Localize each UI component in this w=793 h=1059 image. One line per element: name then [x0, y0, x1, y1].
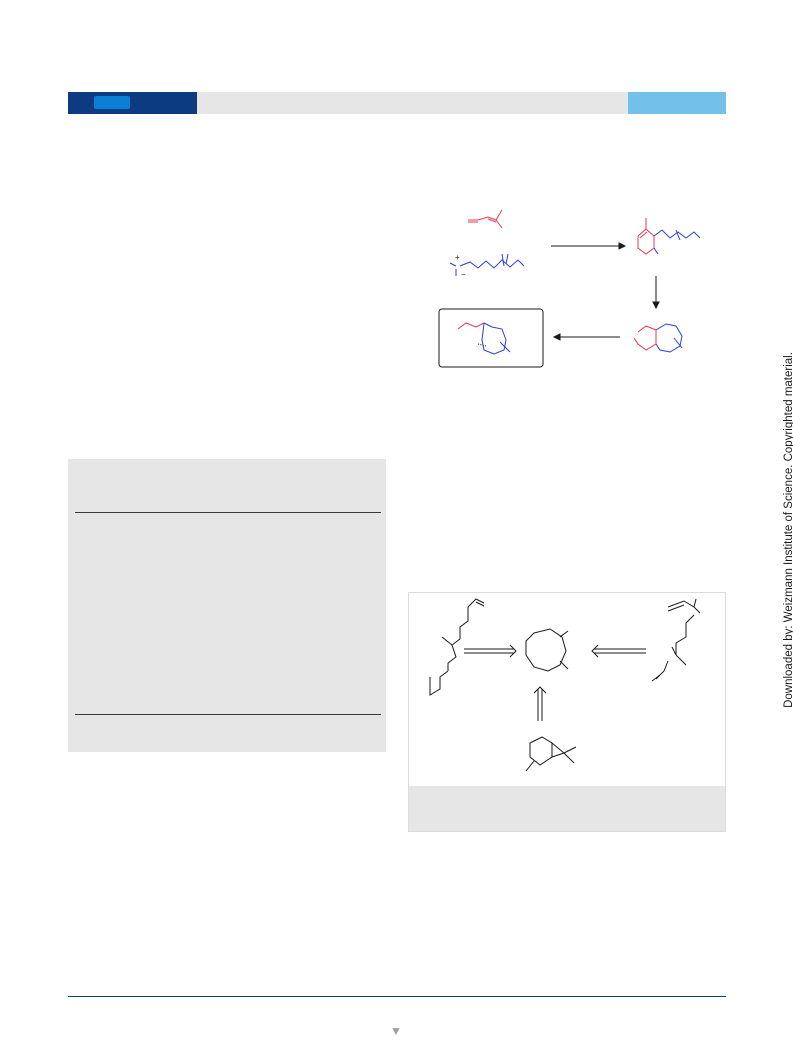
header-bar-right — [628, 92, 726, 114]
bicyclic-product-structure — [633, 323, 683, 353]
target-molecule-frame — [438, 308, 544, 368]
reaction-arrow-left — [552, 333, 620, 341]
bottom-bicyclic-structure — [525, 736, 577, 772]
reaction-arrow-down — [652, 276, 660, 310]
diene-structure — [468, 209, 503, 229]
right-precursor-structure — [651, 598, 701, 682]
retro-arrow-right — [591, 644, 646, 658]
central-ring-structure — [525, 628, 569, 672]
left-precursor-structure — [429, 598, 485, 696]
triangle-down-icon[interactable]: ▼ — [390, 1024, 402, 1038]
iminium-structure — [449, 253, 525, 276]
retro-arrow-left — [464, 644, 517, 658]
retrosynthesis-diagram — [429, 598, 701, 772]
retro-arrow-bottom — [533, 686, 547, 721]
header-bar-left — [68, 92, 197, 114]
cycloadduct-structure — [637, 218, 701, 255]
reaction-scheme: + − — [438, 209, 701, 368]
info-box-bottom-rule — [75, 714, 381, 715]
info-box-panel — [68, 459, 386, 752]
header-bar-middle — [197, 92, 628, 114]
reaction-arrow-right — [551, 242, 627, 250]
download-watermark: Downloaded by: Weizmann Institute of Sci… — [783, 352, 793, 708]
footer-rule — [68, 996, 726, 997]
header-tag-pill — [94, 96, 130, 109]
minus-charge: − — [461, 270, 466, 279]
info-box-top-rule — [75, 512, 381, 513]
plus-charge: + — [455, 253, 460, 262]
retrosynthesis-figure-caption-panel — [409, 786, 725, 831]
